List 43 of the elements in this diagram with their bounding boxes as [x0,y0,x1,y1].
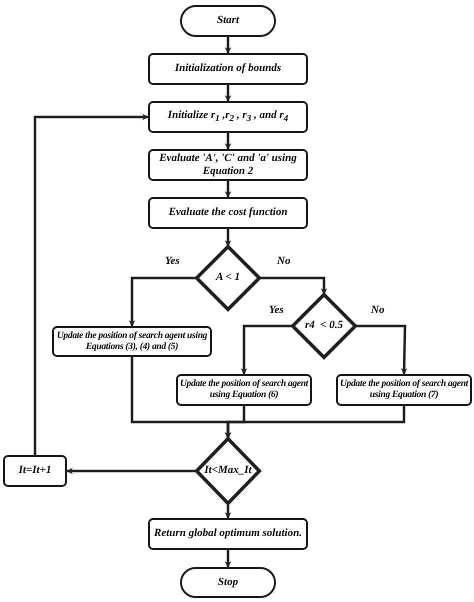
process-box [148,101,308,133]
arrow [224,406,406,439]
arrow [260,276,328,295]
process-box [148,149,308,181]
arrow [224,229,232,247]
process-box [52,326,212,357]
arrow [34,114,149,455]
step-text: Initialize r$_{1}$ ,r$_{2}$ , r$_{3}$ , and r$_{4}$ [168,109,288,125]
process-box [3,455,67,487]
arrow [224,181,232,198]
step-text: Update the position of search agent using Equation (6) [178,379,310,401]
process-box [148,53,308,85]
arrow [224,504,232,519]
step-text: Update the position of search agent using Equations (3), (4) and (5) [56,330,208,352]
condition-text: r4 < 0.5 [304,319,344,333]
condition-text: A < 1 [216,271,240,285]
step-text: Return global optimum solution. [154,527,302,541]
step-text: Evaluate the cost function [168,206,288,220]
step-text: It=It+1 [18,464,52,478]
arrow [224,550,232,568]
arrow [240,324,292,375]
process-box [336,374,472,406]
arrow [224,133,232,150]
edge-label: Yes [164,255,181,268]
edge-label: No [370,304,386,316]
edge-label: No [276,255,292,268]
arrow [224,85,232,102]
step-text: Start [216,14,239,28]
arrow [356,324,408,375]
arrow [128,276,196,327]
arrow [66,468,196,474]
arrow [224,37,232,54]
process-box [148,197,308,229]
process-box [148,518,308,550]
edge-label: Yes [268,304,285,316]
condition-text: It<Max_It [204,464,252,478]
step-text: Stop [218,576,238,590]
step-text: Initialization of bounds [174,62,282,76]
terminal-box [180,5,276,37]
step-text: Update the position of search agent using Equation (7) [338,379,470,401]
terminal-box [180,567,276,598]
step-text: Evaluate 'A', 'C' and 'a' using Equation 2 [158,152,298,178]
process-box [176,374,312,406]
